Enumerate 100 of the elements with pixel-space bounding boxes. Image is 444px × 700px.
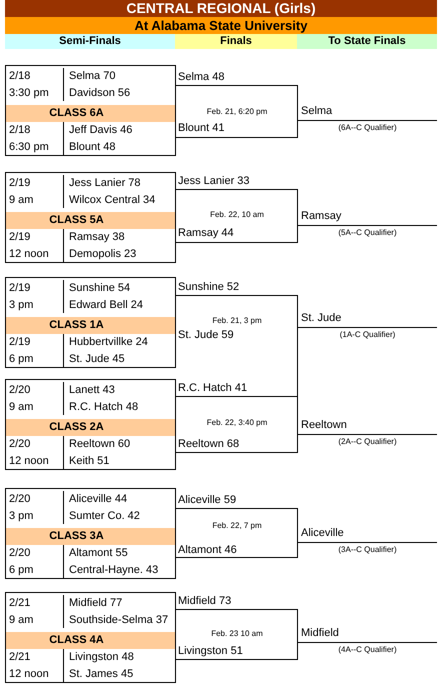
winner-name: Ramsay — [298, 208, 437, 226]
team-score: Reeltown 68 — [178, 437, 240, 451]
game-time: 6:30 pm — [9, 140, 50, 155]
team-score: Sunshine 52 — [178, 280, 240, 294]
team-score: Hubbertvillke 24 — [69, 335, 149, 350]
class-label: CLASS 6A — [49, 106, 105, 122]
team-score: Blount 41 — [178, 121, 224, 135]
game-date: 2/19 — [9, 335, 32, 350]
class-band — [6, 212, 175, 229]
game-date: 2/18 — [9, 123, 32, 138]
game-time: 6 pm — [9, 352, 34, 367]
game-date: 2/20 — [9, 383, 32, 398]
team-score: Keith 51 — [69, 454, 110, 469]
column-title: Finals — [220, 35, 252, 47]
team-score: Sunshine 54 — [69, 281, 132, 296]
game-date-time: Feb. 21, 3 pm — [212, 315, 262, 327]
team-score: St. Jude 45 — [69, 352, 126, 367]
winner-name: Aliceville — [298, 525, 437, 543]
qualifier-note: (3A--C Qualifier) — [337, 544, 398, 556]
semifinal-box — [5, 172, 176, 263]
semifinal-box — [5, 379, 176, 470]
semifinal-box — [5, 277, 176, 368]
game-date-time: Feb. 21, 6:20 pm — [206, 106, 268, 118]
game-time: 3 pm — [9, 509, 34, 524]
team-score: Southside-Selma 37 — [69, 613, 170, 628]
team-score: Jess Lanier 33 — [178, 174, 250, 188]
game-date: 2/20 — [9, 437, 32, 452]
game-date-time: Feb. 22, 10 am — [210, 209, 264, 221]
team-score: Edward Bell 24 — [69, 298, 144, 313]
team-score: Selma 48 — [178, 70, 224, 84]
class-label: CLASS 3A — [49, 529, 105, 544]
game-time: 12 noon — [9, 247, 50, 262]
team-score: R.C. Hatch 48 — [69, 400, 140, 415]
team-score: Jess Lanier 78 — [69, 176, 142, 191]
semifinal-box — [5, 488, 176, 579]
class-band — [6, 317, 175, 334]
qualifier-note: (6A--C Qualifier) — [337, 122, 398, 134]
game-date: 2/18 — [9, 69, 32, 84]
winner-name: St. Jude — [298, 310, 437, 328]
game-date: 2/20 — [9, 492, 32, 507]
team-score: Ramsay 38 — [69, 230, 126, 245]
game-time: 9 am — [9, 613, 34, 628]
team-score: Sumter Co. 42 — [69, 509, 141, 524]
team-score: Demopolis 23 — [69, 247, 138, 262]
team-score: Lanett 43 — [69, 383, 116, 398]
winner-name: Selma — [298, 103, 437, 121]
final-bracket — [176, 280, 298, 382]
game-date: 2/20 — [9, 546, 32, 561]
column-title: Semi-Finals — [59, 35, 121, 47]
team-score: Blount 48 — [69, 140, 116, 155]
final-bracket — [176, 594, 298, 660]
game-date-time: Feb. 22, 3:40 pm — [206, 417, 268, 429]
game-date: 2/19 — [9, 281, 32, 296]
team-score: Livingston 48 — [69, 650, 135, 665]
game-time: 3:30 pm — [9, 86, 50, 101]
game-date: 2/21 — [9, 596, 32, 611]
final-bracket — [176, 493, 298, 558]
class-band — [6, 105, 175, 122]
game-date-time: Feb. 22, 7 pm — [212, 520, 262, 532]
title-banner: CENTRAL REGIONAL (Girls) — [5, 0, 437, 17]
team-score: Reeltown 60 — [69, 437, 132, 452]
game-time: 9 am — [9, 400, 34, 415]
semifinal-box — [5, 592, 176, 683]
qualifier-note: (1A-C Qualifier) — [338, 329, 396, 341]
subtitle: At Alabama State University — [134, 18, 308, 33]
semifinal-box — [5, 65, 176, 156]
column-header — [175, 34, 297, 49]
class-label: CLASS 1A — [49, 318, 105, 334]
team-score: Wilcox Central 34 — [69, 193, 156, 208]
team-score: St. James 45 — [69, 667, 134, 682]
game-date: 2/19 — [9, 176, 32, 191]
game-date: 2/19 — [9, 230, 32, 245]
game-time: 3 pm — [9, 298, 34, 313]
column-title: To State Finals — [328, 35, 406, 47]
final-bracket — [176, 70, 298, 138]
class-band — [6, 419, 175, 436]
game-time: 6 pm — [9, 563, 34, 578]
final-bracket — [176, 381, 298, 453]
team-score: Aliceville 44 — [69, 492, 128, 507]
column-header — [297, 34, 437, 49]
final-bracket — [176, 174, 298, 243]
qualifier-note: (5A--C Qualifier) — [337, 227, 398, 239]
column-header — [5, 34, 175, 49]
team-score: Central-Hayne. 43 — [69, 563, 160, 578]
winner-name: Midfield — [298, 625, 437, 643]
team-score: R.C. Hatch 41 — [178, 381, 248, 395]
team-score: Midfield 73 — [178, 594, 232, 608]
game-date-time: Feb. 23 10 am — [211, 628, 263, 640]
team-score: Livingston 51 — [178, 644, 243, 658]
team-score: Selma 70 — [69, 69, 116, 84]
game-date: 2/21 — [9, 650, 32, 665]
team-score: Midfield 77 — [69, 596, 124, 611]
class-label: CLASS 5A — [49, 213, 105, 228]
team-score: Altamont 55 — [69, 546, 129, 561]
team-score: Davidson 56 — [69, 86, 132, 101]
game-time: 12 noon — [9, 454, 50, 469]
team-score: Ramsay 44 — [178, 226, 234, 240]
class-label: CLASS 2A — [49, 420, 105, 436]
game-time: 9 am — [9, 193, 34, 208]
qualifier-note: (2A--C Qualifier) — [337, 436, 398, 448]
